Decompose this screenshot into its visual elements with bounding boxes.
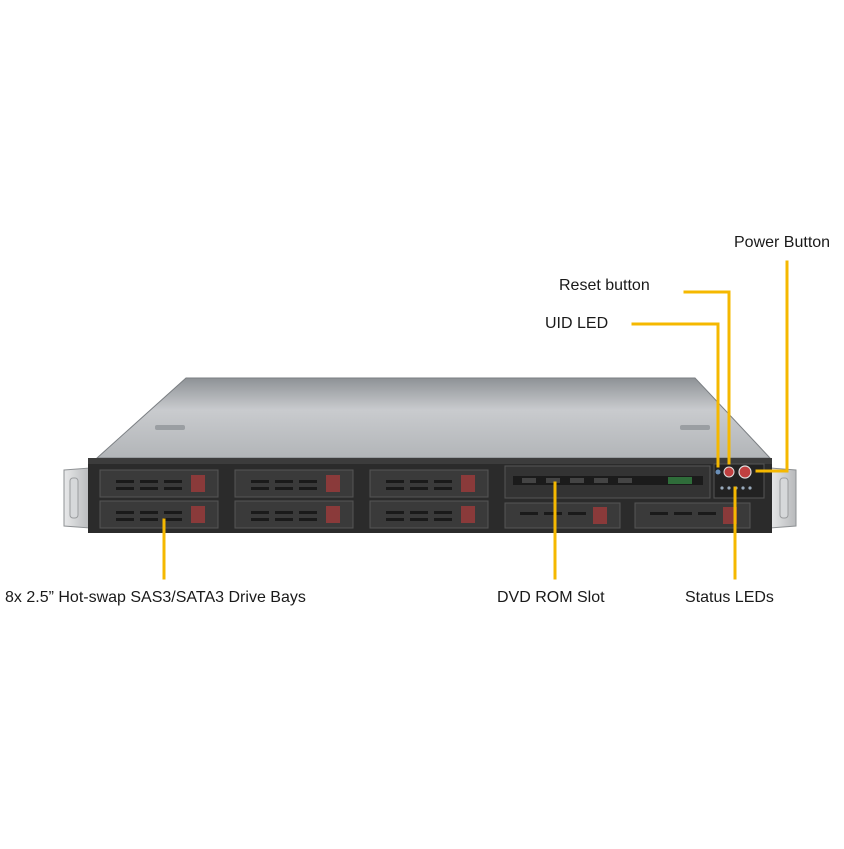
drive-bay[interactable]	[234, 500, 354, 529]
leader-line-power	[755, 260, 789, 473]
drive-bay[interactable]	[99, 500, 219, 529]
uid-led-icon	[715, 469, 721, 475]
callout-power-button: Power Button	[734, 234, 831, 251]
drive-bay[interactable]	[99, 469, 219, 498]
drive-latch[interactable]	[191, 475, 205, 492]
rack-ear-left-slot	[69, 477, 79, 519]
drive-latch[interactable]	[593, 507, 607, 524]
callout-drive-bays: 8x 2.5” Hot-swap SAS3/SATA3 Drive Bays	[5, 589, 306, 606]
drive-bay-group	[99, 469, 489, 529]
callout-reset-button: Reset button	[559, 277, 650, 294]
callout-uid-led: UID LED	[545, 315, 609, 332]
dvd-rom-slot[interactable]	[504, 465, 711, 499]
drive-latch[interactable]	[326, 506, 340, 523]
drive-bay[interactable]	[504, 502, 621, 529]
drive-bay[interactable]	[369, 500, 489, 529]
drive-latch[interactable]	[191, 506, 205, 523]
chassis-top-cover	[95, 377, 772, 459]
front-panel-lip	[88, 458, 772, 464]
leader-line-uid	[631, 322, 720, 468]
top-cover-vent	[680, 425, 710, 430]
leader-lines	[162, 260, 789, 580]
reset-button-icon[interactable]	[723, 466, 735, 478]
drive-latch[interactable]	[326, 475, 340, 492]
drive-bay[interactable]	[234, 469, 354, 498]
callout-dvd-rom: DVD ROM Slot	[497, 589, 605, 606]
top-cover-vent	[155, 425, 185, 430]
drive-latch[interactable]	[461, 506, 475, 523]
drive-bay[interactable]	[634, 502, 751, 529]
leader-line-reset	[683, 290, 731, 465]
drive-latch[interactable]	[461, 475, 475, 492]
control-panel	[713, 463, 765, 499]
status-led-icon	[720, 486, 752, 490]
power-button-icon[interactable]	[738, 465, 752, 479]
drive-bay[interactable]	[369, 469, 489, 498]
rack-ear-right-slot	[779, 477, 789, 519]
callout-status-leds: Status LEDs	[685, 589, 774, 606]
